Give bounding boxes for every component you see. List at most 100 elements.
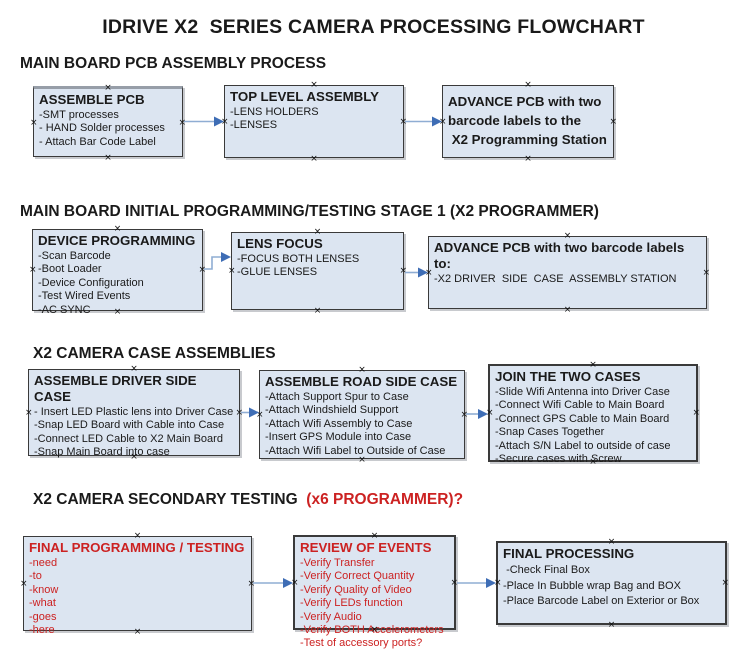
- connection-anchor-icon: ×: [235, 407, 243, 418]
- box-title: ASSEMBLE DRIVER SIDE CASE: [34, 373, 201, 404]
- connection-anchor-icon: ×: [104, 153, 112, 163]
- connection-anchor-icon: ×: [29, 265, 37, 275]
- connection-anchor-icon: ×: [524, 80, 532, 90]
- connection-anchor-icon: ×: [313, 306, 322, 316]
- box-item-list: -Scan Barcode-Boot Loader-Device Configu…: [38, 250, 197, 317]
- connection-anchor-icon: ×: [291, 577, 299, 588]
- connection-anchor-icon: ×: [609, 116, 617, 127]
- connection-anchor-icon: ×: [589, 360, 597, 370]
- connection-anchor-icon: ×: [228, 266, 236, 276]
- section-heading-pcb-assembly: MAIN BOARD PCB ASSEMBLY PROCESS: [20, 55, 326, 73]
- box-item-list: -Verify Transfer-Verify Correct Quantity…: [300, 557, 449, 651]
- box-device-programming: DEVICE PROGRAMMING -Scan Barcode-Boot Lo…: [29, 225, 206, 317]
- box-item-list: -LENS HOLDERS-LENSES: [230, 106, 398, 133]
- box-item: -Attach Support Spur to Case: [265, 391, 409, 403]
- connection-anchor-icon: ×: [25, 407, 33, 418]
- section-heading-text: X2 CAMERA SECONDARY TESTING: [33, 491, 302, 508]
- connection-anchor-icon: ×: [20, 578, 28, 589]
- box-item: -Attach Wifi Assembly to Case: [265, 417, 413, 430]
- connection-anchor-icon: ×: [221, 116, 229, 127]
- connection-anchor-icon: ×: [721, 578, 729, 588]
- section-heading-case-assemblies: X2 CAMERA CASE ASSEMBLIES: [33, 345, 276, 363]
- connection-anchor-icon: ×: [563, 231, 572, 241]
- box-item: -Attach S/N Label to outside of case: [495, 439, 671, 452]
- box-item: -Attach Windshield Support: [265, 404, 399, 417]
- box-item: -Verify Audio: [300, 610, 362, 623]
- box-item: -Verify Quality of Video: [300, 583, 412, 596]
- connection-anchor-icon: ×: [524, 154, 532, 164]
- connection-anchor-icon: ×: [310, 80, 318, 90]
- box-item: -LENSES: [230, 119, 278, 132]
- box-join-the-two-cases: JOIN THE TWO CASES -Slide Wifi Antenna i…: [486, 360, 700, 467]
- connection-anchor-icon: ×: [370, 531, 379, 541]
- box-item-list: -need-to-know-what-goes-here: [29, 557, 246, 637]
- connection-anchor-icon: ×: [399, 116, 407, 127]
- connection-anchor-icon: ×: [563, 305, 572, 315]
- box-item: -Secure cases with Screw: [495, 453, 622, 466]
- box-item: - Attach Bar Code Label: [39, 135, 156, 148]
- box-item: -SMT processes: [39, 109, 119, 121]
- arrow-deviceprog-to-lensfocus: [204, 252, 231, 270]
- box-title: ASSEMBLE ROAD SIDE CASE: [265, 374, 458, 389]
- box-item: -Slide Wifi Antenna into Driver Case: [495, 386, 670, 398]
- connection-anchor-icon: ×: [486, 408, 494, 418]
- box-item: -Boot Loader: [38, 263, 102, 276]
- box-item: -Connect Wifi Cable to Main Board: [495, 399, 665, 412]
- connection-anchor-icon: ×: [130, 364, 138, 374]
- page-title: IDRIVE X2 SERIES CAMERA PROCESSING FLOWC…: [102, 16, 645, 38]
- box-lens-focus: LENS FOCUS -FOCUS BOTH LENSES-GLUE LENSE…: [228, 228, 407, 316]
- box-item: -AC SYNC: [38, 303, 91, 316]
- box-item: -Verify BOTH Accelerometers: [300, 624, 444, 637]
- box-assemble-driver-side-case: ASSEMBLE DRIVER SIDE CASE - Insert LED P…: [25, 365, 243, 462]
- box-advance-pcb-driver-side-station: ADVANCE PCB with two barcode labels to: …: [425, 232, 710, 315]
- box-item: -LENS HOLDERS: [230, 106, 319, 118]
- box-final-processing: FINAL PROCESSING -Check Final Box-Place …: [494, 538, 729, 630]
- connection-anchor-icon: ×: [30, 117, 38, 128]
- box-title: ASSEMBLE PCB: [39, 92, 145, 107]
- box-item: -FOCUS BOTH LENSES: [237, 253, 360, 265]
- box-item: -Place Barcode Label on Exterior or Box: [503, 595, 700, 607]
- box-title: ADVANCE PCB with two barcode labels to:: [434, 240, 688, 271]
- connection-anchor-icon: ×: [607, 620, 616, 630]
- box-top-level-assembly: TOP LEVEL ASSEMBLY -LENS HOLDERS-LENSES …: [221, 81, 407, 164]
- section-heading-text: MAIN BOARD PCB ASSEMBLY PROCESS: [20, 55, 327, 72]
- section-heading-text: X2 CAMERA CASE ASSEMBLIES: [33, 345, 276, 362]
- box-item: -what: [29, 597, 56, 610]
- box-title: TOP LEVEL ASSEMBLY: [230, 89, 380, 104]
- box-title: FINAL PROCESSING: [503, 546, 635, 561]
- box-item: -Place In Bubble wrap Bag and BOX: [503, 579, 681, 592]
- connection-anchor-icon: ×: [702, 267, 710, 278]
- box-review-of-events: REVIEW OF EVENTS -Verify Transfer-Verify…: [291, 531, 458, 650]
- connection-anchor-icon: ×: [104, 83, 112, 93]
- connection-anchor-icon: ×: [692, 408, 700, 418]
- section-heading-initial-programming: MAIN BOARD INITIAL PROGRAMMING/TESTING S…: [20, 203, 599, 221]
- connection-anchor-icon: ×: [439, 116, 447, 127]
- box-assemble-road-side-case: ASSEMBLE ROAD SIDE CASE -Attach Support …: [256, 366, 468, 465]
- connection-anchor-icon: ×: [313, 227, 322, 237]
- connection-anchor-icon: ×: [178, 117, 186, 128]
- box-title: FINAL PROGRAMMING / TESTING: [29, 540, 245, 555]
- box-item: -goes: [29, 610, 57, 623]
- box-title: JOIN THE TWO CASES: [495, 369, 641, 384]
- box-item: -need: [29, 557, 58, 569]
- connection-anchor-icon: ×: [494, 578, 502, 588]
- box-item-list: -Check Final Box-Place In Bubble wrap Ba…: [503, 563, 720, 610]
- connection-anchor-icon: ×: [425, 267, 433, 278]
- connection-anchor-icon: ×: [113, 224, 122, 234]
- box-title: DEVICE PROGRAMMING: [38, 233, 196, 248]
- connection-anchor-icon: ×: [256, 409, 264, 420]
- connection-anchor-icon: ×: [247, 578, 255, 589]
- box-title: ADVANCE PCB with two barcode labels to t…: [448, 94, 607, 147]
- box-item: -Connect LED Cable to X2 Main Board: [34, 432, 223, 445]
- box-item: -Test Wired Events: [38, 290, 131, 303]
- section-heading-red-text: (x6 PROGRAMMER)?: [302, 491, 464, 508]
- box-item: -Test of accessory ports?: [300, 637, 423, 650]
- section-heading-secondary-testing: X2 CAMERA SECONDARY TESTING (x6 PROGRAMM…: [33, 491, 463, 509]
- box-item: -X2 DRIVER SIDE CASE ASSEMBLY STATION: [434, 273, 677, 285]
- connection-anchor-icon: ×: [358, 365, 366, 375]
- box-item-list: -Attach Support Spur to Case-Attach Wind…: [265, 391, 459, 458]
- box-item-list: -X2 DRIVER SIDE CASE ASSEMBLY STATION: [434, 273, 701, 286]
- box-item: -Verify LEDs function: [300, 597, 403, 610]
- box-item: -Attach Wifi Label to Outside of Case: [265, 444, 446, 457]
